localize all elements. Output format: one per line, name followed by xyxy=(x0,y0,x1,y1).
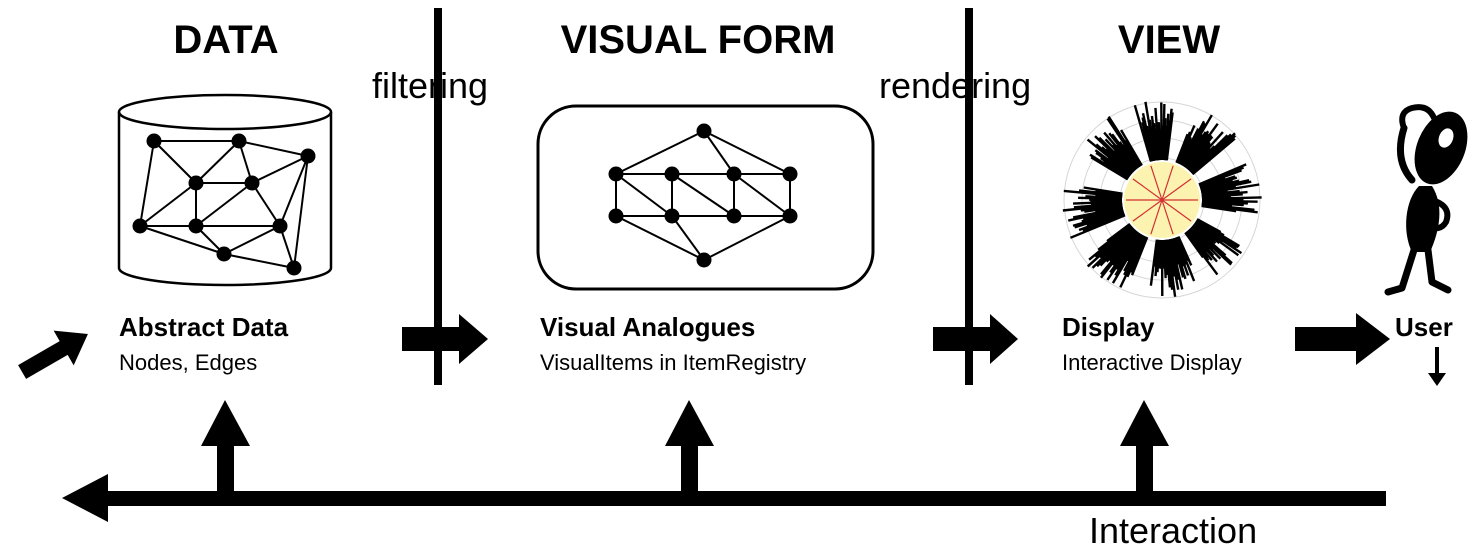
stage-title-user: User xyxy=(1395,312,1453,342)
graph-edge xyxy=(238,140,309,157)
radial-branch xyxy=(1201,204,1237,213)
arrow-down-icon xyxy=(1428,347,1446,386)
graph-edge xyxy=(279,155,309,227)
graph-edge xyxy=(223,225,281,255)
graph-edge xyxy=(703,130,791,175)
radial-spoke xyxy=(1150,165,1163,201)
database-cylinder-icon xyxy=(117,93,333,287)
graph-edge xyxy=(733,173,791,217)
stage-subtitle-visual-analogues: VisualItems in ItemRegistry xyxy=(540,350,807,375)
radial-spoke xyxy=(1161,199,1192,222)
interaction-label: Interaction xyxy=(1089,510,1258,551)
stage-subtitle-abstract-data: Nodes, Edges xyxy=(119,350,258,375)
stage-title-display: Display xyxy=(1062,312,1155,342)
radial-spoke xyxy=(1161,165,1174,201)
stage-title-abstract-data: Abstract Data xyxy=(119,312,289,342)
graph-edge xyxy=(615,215,705,261)
radial-spoke xyxy=(1132,199,1163,222)
graph-node xyxy=(244,175,260,191)
arrow-right-icon xyxy=(402,314,488,364)
radial-branch xyxy=(1120,129,1143,167)
arrow-in-icon xyxy=(18,330,88,379)
radial-tree-icon xyxy=(1062,101,1262,299)
radial-branch xyxy=(1191,137,1236,176)
graph-node xyxy=(696,123,712,139)
graph-edge xyxy=(223,253,295,269)
graph-edge xyxy=(703,130,735,175)
radial-spoke xyxy=(1132,178,1163,201)
graph-node xyxy=(782,166,798,182)
graph-node xyxy=(216,246,232,262)
radial-spoke xyxy=(1150,199,1163,235)
stage-title-visual-analogues: Visual Analogues xyxy=(540,312,756,342)
graph-node xyxy=(608,166,624,182)
graph-node xyxy=(664,166,680,182)
visual-form-box xyxy=(536,104,875,291)
graph-edge xyxy=(703,215,791,261)
graph-node xyxy=(188,175,204,191)
graph-edge xyxy=(671,173,735,217)
graph-edge xyxy=(195,140,240,184)
graph-edge xyxy=(139,182,197,227)
divider-line-rendering xyxy=(965,8,973,385)
graph-node xyxy=(188,218,204,234)
arrow-up-icon xyxy=(665,400,714,497)
graph-node xyxy=(231,133,247,149)
graph-node xyxy=(132,218,148,234)
graph-node xyxy=(782,208,798,224)
arrow-right-icon xyxy=(1295,313,1390,365)
radial-spoke xyxy=(1161,199,1174,235)
thinking-person-icon xyxy=(1384,104,1468,296)
graph-edge xyxy=(139,140,155,227)
graph-edge xyxy=(293,155,309,269)
divider-line-filtering xyxy=(434,8,442,385)
graph-node xyxy=(664,208,680,224)
graph-edge xyxy=(195,182,253,227)
graph-node xyxy=(726,166,742,182)
stage-subtitle-display: Interactive Display xyxy=(1062,350,1242,375)
header-data: DATA xyxy=(173,18,279,62)
graph-edge xyxy=(615,130,705,175)
graph-edge xyxy=(139,225,225,255)
graph-node xyxy=(696,252,712,268)
graph-node xyxy=(608,208,624,224)
graph-edge xyxy=(153,140,197,184)
radial-ring xyxy=(1063,101,1261,299)
radial-branch xyxy=(1083,186,1123,195)
graph-edge xyxy=(251,182,281,227)
arrow-up-icon xyxy=(201,400,250,497)
graph-node xyxy=(300,148,316,164)
radial-branch xyxy=(1106,222,1131,242)
abstract-graph-icon xyxy=(132,133,316,276)
radial-branch xyxy=(1149,239,1159,286)
radial-spoke xyxy=(1161,178,1192,201)
arrow-up-icon xyxy=(1120,400,1169,497)
transform-label-rendering: rendering xyxy=(879,65,1032,106)
header-visual-form: VISUAL FORM xyxy=(560,18,836,62)
arrow-right-icon xyxy=(933,314,1018,364)
header-view: VIEW xyxy=(1117,18,1221,62)
graph-node xyxy=(286,260,302,276)
graph-edge xyxy=(671,215,705,261)
interaction-arrow-icon xyxy=(62,474,1386,522)
radial-branch xyxy=(1184,231,1205,259)
graph-edge xyxy=(615,173,673,217)
graph-node xyxy=(146,133,162,149)
graph-node xyxy=(726,208,742,224)
graph-node xyxy=(272,218,288,234)
radial-branch xyxy=(1165,112,1174,161)
graph-edge xyxy=(251,155,309,184)
graph-network-icon xyxy=(608,123,798,268)
transform-label-filtering: filtering xyxy=(372,65,489,106)
